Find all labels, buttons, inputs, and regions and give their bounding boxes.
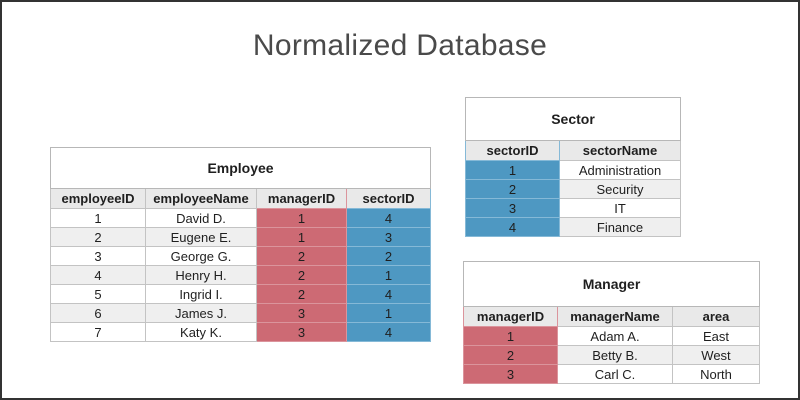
column-header: managerName — [557, 306, 673, 327]
table-cell: Finance — [558, 217, 682, 237]
table-cell: 6 — [50, 303, 146, 323]
column-header: sectorID — [465, 140, 560, 161]
column-header: managerID — [463, 306, 558, 327]
table-cell: 1 — [465, 160, 560, 180]
table-cell: 2 — [463, 345, 558, 365]
column-header: employeeName — [145, 188, 257, 209]
table-cell: James J. — [145, 303, 257, 323]
table-cell: 2 — [50, 227, 146, 247]
column-header: employeeID — [50, 188, 146, 209]
table-cell: David D. — [145, 208, 257, 228]
table-cell: Security — [558, 179, 682, 199]
table-cell: West — [672, 345, 760, 365]
table-cell: Administration — [558, 160, 682, 180]
table-cell: Eugene E. — [145, 227, 257, 247]
table-cell: 7 — [50, 322, 146, 342]
table-cell: 4 — [345, 322, 432, 342]
table-cell: North — [672, 364, 760, 384]
table-title: Employee — [49, 147, 432, 189]
table-cell: Carl C. — [557, 364, 673, 384]
table-cell: 2 — [256, 265, 347, 285]
table-cell: East — [672, 326, 760, 346]
table-cell: 3 — [463, 364, 558, 384]
column-header: managerID — [256, 188, 347, 209]
table-cell: Betty B. — [557, 345, 673, 365]
table-cell: Henry H. — [145, 265, 257, 285]
page-title: Normalized Database — [252, 29, 548, 62]
table-title: Sector — [464, 97, 682, 141]
table-cell: 5 — [50, 284, 146, 304]
table-title: Manager — [463, 261, 760, 307]
table-cell: 3 — [345, 227, 432, 247]
table-cell: 2 — [256, 284, 347, 304]
table-cell: 2 — [345, 246, 432, 266]
table-cell: 4 — [50, 265, 146, 285]
table-cell: 3 — [50, 246, 146, 266]
table-cell: IT — [558, 198, 682, 218]
table-cell: 3 — [256, 303, 347, 323]
table-cell: 1 — [345, 265, 432, 285]
column-header: sectorID — [345, 188, 432, 209]
table-cell: 1 — [345, 303, 432, 323]
table-cell: Adam A. — [557, 326, 673, 346]
table-cell: 4 — [345, 284, 432, 304]
table-cell: Ingrid I. — [145, 284, 257, 304]
table-cell: 4 — [345, 208, 432, 228]
table-cell: 1 — [256, 227, 347, 247]
table-cell: George G. — [145, 246, 257, 266]
table-cell: 2 — [465, 179, 560, 199]
table-cell: 3 — [256, 322, 347, 342]
column-header: sectorName — [558, 140, 682, 161]
table-cell: 3 — [465, 198, 560, 218]
column-header: area — [672, 306, 760, 327]
table-cell: 2 — [256, 246, 347, 266]
table-cell: 1 — [50, 208, 146, 228]
table-cell: 1 — [256, 208, 347, 228]
table-cell: 1 — [463, 326, 558, 346]
table-cell: 4 — [465, 217, 560, 237]
table-cell: Katy K. — [145, 322, 257, 342]
